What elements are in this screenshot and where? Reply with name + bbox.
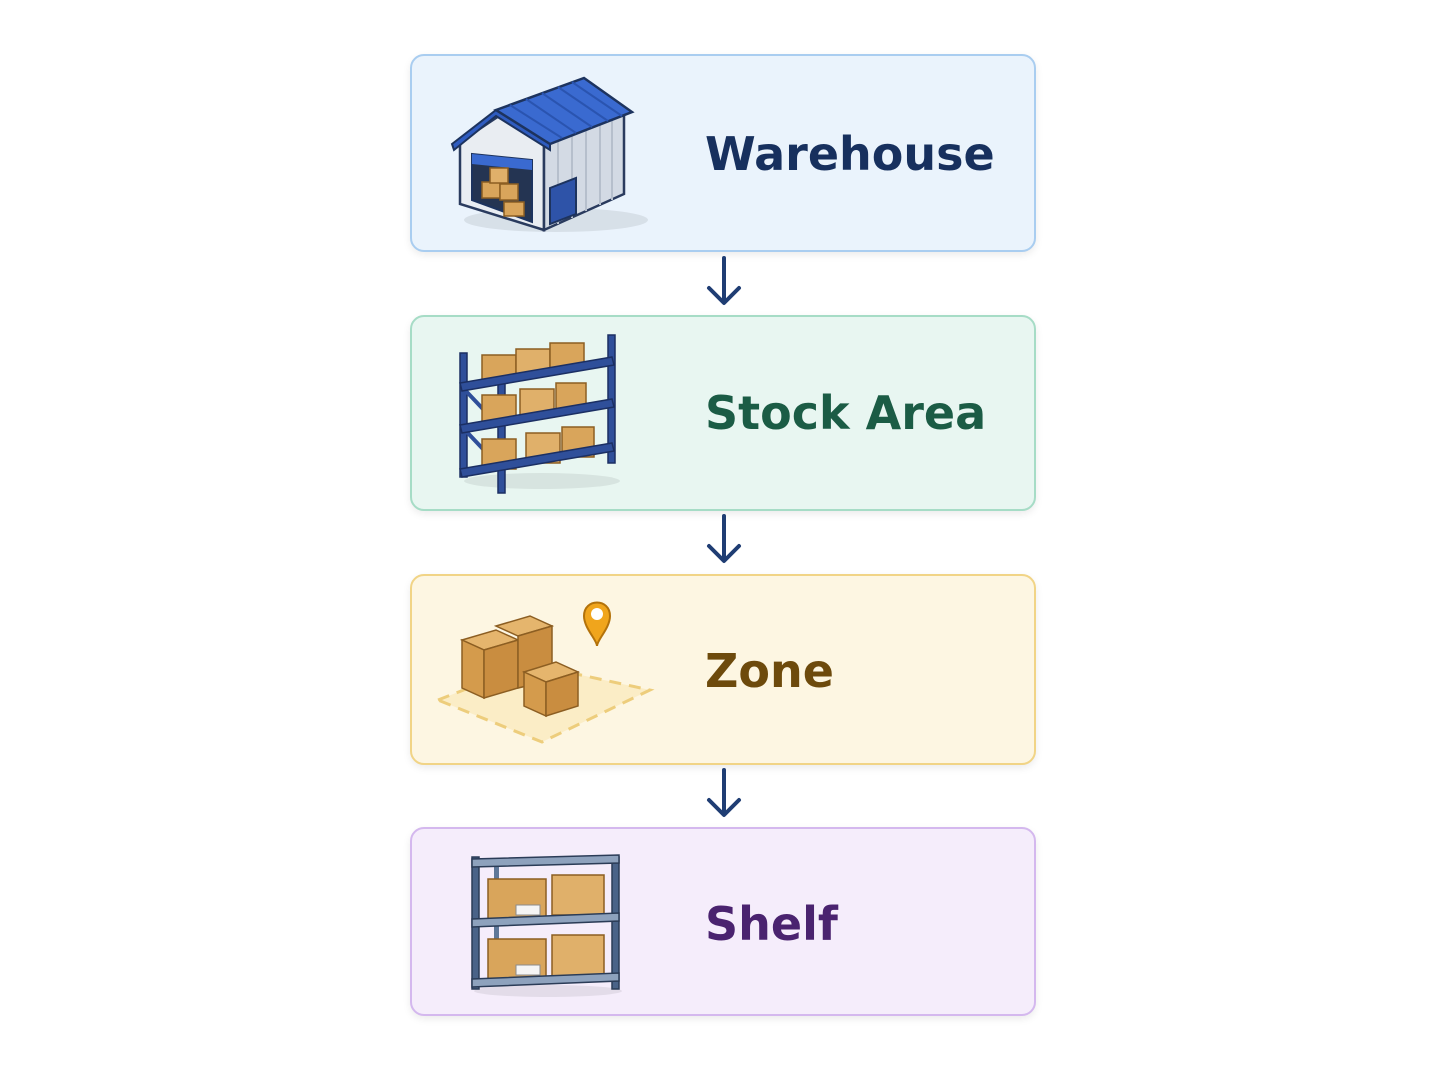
zone-location-icon <box>434 601 655 744</box>
level-card-zone: Zone <box>410 574 1036 765</box>
warehouse-building-icon <box>450 76 648 232</box>
level-card-stock-area: Stock Area <box>410 315 1036 511</box>
arrow-down-icon <box>707 256 741 305</box>
shelf-unit-icon <box>471 854 622 997</box>
level-card-shelf: Shelf <box>410 827 1036 1016</box>
level-label-warehouse: Warehouse <box>705 127 995 181</box>
arrow-down-icon <box>707 514 741 563</box>
level-label-zone: Zone <box>705 644 834 698</box>
storage-rack-icon <box>459 334 620 494</box>
level-label-stock-area: Stock Area <box>705 386 987 440</box>
arrow-down-icon <box>707 768 741 817</box>
level-card-warehouse: Warehouse <box>410 54 1036 252</box>
level-label-shelf: Shelf <box>705 897 838 951</box>
